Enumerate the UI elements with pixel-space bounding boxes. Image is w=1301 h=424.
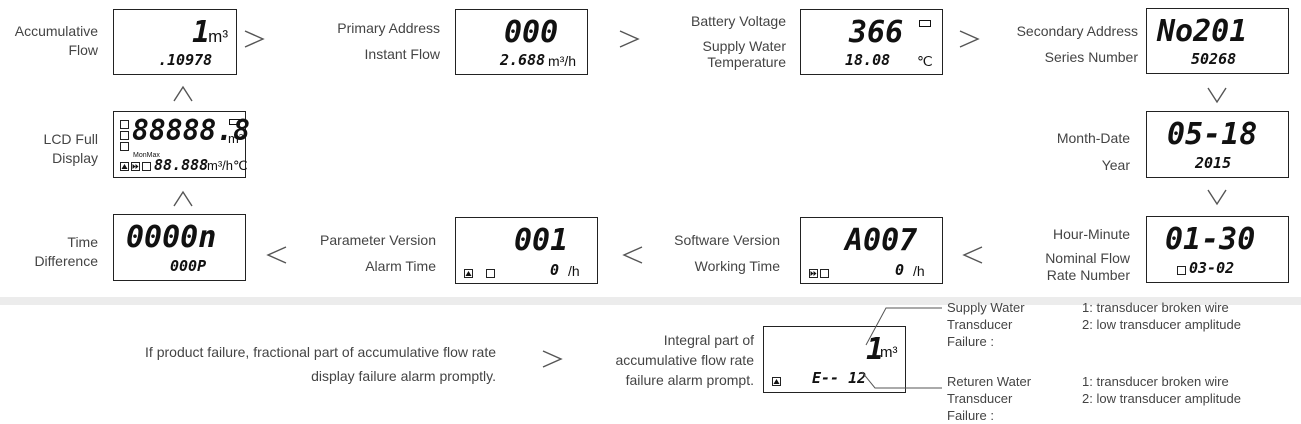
lcd-small-value: 2.688 bbox=[500, 51, 546, 69]
memory-icon bbox=[120, 120, 129, 129]
lcd-full-display-label: LCD Full Display bbox=[43, 131, 98, 166]
primary-address-lcd: 000 2.688 m³/h bbox=[455, 9, 588, 75]
tool-icon bbox=[120, 142, 129, 151]
lcd-big-unit: m³ bbox=[208, 27, 228, 46]
lcd-small-value: E-- 12 bbox=[812, 369, 867, 387]
fast-forward-icon bbox=[809, 269, 818, 278]
down-arrow-icon bbox=[1206, 86, 1228, 104]
right-arrow-icon bbox=[541, 348, 563, 370]
left-arrow-icon bbox=[622, 244, 644, 266]
working-time-label: Working Time bbox=[694, 258, 780, 274]
right-arrow-icon bbox=[618, 28, 640, 50]
up-arrow-icon bbox=[172, 85, 194, 103]
lcd-small-value: 0 bbox=[550, 261, 560, 279]
flow-icon bbox=[120, 131, 129, 140]
instant-flow-label: Instant Flow bbox=[364, 46, 440, 62]
lcd-small-value: 88.888 bbox=[154, 156, 209, 174]
software-version-label: Software Version bbox=[674, 232, 780, 248]
lcd-big-value: 366 bbox=[849, 15, 904, 50]
lcd-small-unit: /h bbox=[568, 263, 580, 279]
up-arrow-icon bbox=[172, 190, 194, 208]
integral-part-label: Integral part of accumulative flow rate … bbox=[615, 332, 754, 388]
section-divider bbox=[0, 297, 1301, 305]
lcd-small-value: 03-02 bbox=[1189, 259, 1235, 277]
nominal-flow-rate-number-label: Nominal Flow Rate Number bbox=[1045, 250, 1130, 283]
alarm-triangle-icon bbox=[120, 162, 129, 171]
lcd-small-value: 50268 bbox=[1191, 50, 1237, 68]
lcd-small-unit: ℃ bbox=[917, 53, 933, 69]
lcd-small-unit: m³/h bbox=[548, 53, 576, 69]
battery-icon bbox=[919, 20, 931, 27]
left-arrow-icon bbox=[266, 244, 288, 266]
year-label: Year bbox=[1101, 157, 1130, 173]
alarm-triangle-icon bbox=[772, 377, 781, 386]
alarm-time-label: Alarm Time bbox=[365, 258, 436, 274]
battery-voltage-label: Battery Voltage bbox=[691, 13, 786, 29]
software-version-lcd: A007 0 /h bbox=[800, 217, 943, 284]
lcd-big-value: A007 bbox=[845, 223, 918, 258]
supply-failure-option-2: 2: low transducer amplitude bbox=[1082, 317, 1241, 332]
lcd-small-value: 18.08 bbox=[845, 51, 891, 69]
accumulative-flow-label: Accumulative Flow bbox=[14, 23, 98, 58]
lcd-small-value: 0 bbox=[895, 261, 905, 279]
fast-forward-icon bbox=[131, 162, 140, 171]
accumulative-flow-lcd: 1 m³ .10978 bbox=[113, 9, 237, 75]
time-difference-lcd: 0000n 000P bbox=[113, 214, 246, 281]
parameter-version-label: Parameter Version bbox=[320, 232, 436, 248]
lcd-small-value: 000P bbox=[170, 257, 207, 275]
supply-water-failure-title: Supply Water Transducer Failure : bbox=[947, 300, 1025, 349]
month-date-lcd: 05-18 2015 bbox=[1146, 111, 1289, 178]
left-arrow-icon bbox=[962, 244, 984, 266]
calendar-icon bbox=[142, 162, 151, 171]
hour-minute-lcd: 01-30 03-02 bbox=[1146, 216, 1289, 283]
mon-max-indicator: MonMax bbox=[133, 152, 160, 159]
return-failure-option-2: 2: low transducer amplitude bbox=[1082, 391, 1241, 406]
calendar-icon bbox=[486, 269, 495, 278]
battery-voltage-lcd: 366 18.08 ℃ bbox=[800, 9, 943, 75]
failure-note: If product failure, fractional part of a… bbox=[145, 344, 496, 384]
right-arrow-icon bbox=[958, 28, 980, 50]
calendar-icon bbox=[820, 269, 829, 278]
lcd-small-value: .10978 bbox=[158, 51, 213, 69]
supply-water-temperature-label: Supply Water Temperature bbox=[702, 38, 786, 70]
primary-address-label: Primary Address bbox=[337, 20, 440, 36]
battery-icon bbox=[229, 119, 240, 125]
time-difference-label: Time Difference bbox=[34, 234, 98, 269]
lcd-big-value: 05-18 bbox=[1167, 117, 1258, 152]
secondary-address-label: Secondary Address bbox=[1016, 23, 1138, 39]
failure-alarm-lcd: 1 m³ E-- 12 bbox=[763, 326, 906, 393]
parameter-version-lcd: 001 0 /h bbox=[455, 217, 598, 284]
lcd-big-value: 001 bbox=[514, 223, 569, 258]
down-arrow-icon bbox=[1206, 188, 1228, 206]
lcd-big-value: No201 bbox=[1157, 14, 1248, 49]
secondary-address-lcd: No201 50268 bbox=[1146, 8, 1289, 74]
lcd-small-unit: m³/h℃ bbox=[207, 158, 248, 173]
lcd-big-value: 1 bbox=[866, 332, 885, 367]
series-number-label: Series Number bbox=[1044, 49, 1138, 65]
lcd-full-display-lcd: 88888.8 m³ MonMax 88.888 m³/h℃ bbox=[113, 111, 250, 178]
lcd-big-unit: m³ bbox=[228, 131, 244, 146]
lcd-small-value: 2015 bbox=[1195, 154, 1232, 172]
lcd-big-value: 0000n bbox=[126, 220, 217, 255]
lcd-big-value: 01-30 bbox=[1165, 222, 1256, 257]
lcd-big-value: 000 bbox=[504, 15, 559, 50]
lcd-big-value: 1 bbox=[191, 15, 210, 50]
return-failure-option-1: 1: transducer broken wire bbox=[1082, 374, 1229, 389]
supply-failure-option-1: 1: transducer broken wire bbox=[1082, 300, 1229, 315]
lcd-big-value: 88888.8 bbox=[132, 114, 251, 147]
right-arrow-icon bbox=[243, 28, 265, 50]
lcd-big-unit: m³ bbox=[880, 344, 898, 361]
leader-lines bbox=[861, 307, 942, 389]
alarm-triangle-icon bbox=[464, 269, 473, 278]
calendar-icon bbox=[1177, 266, 1186, 275]
return-water-failure-title: Returen Water Transducer Failure : bbox=[947, 374, 1032, 423]
month-date-label: Month-Date bbox=[1056, 130, 1130, 146]
lcd-small-unit: /h bbox=[913, 263, 925, 279]
hour-minute-label: Hour-Minute bbox=[1052, 226, 1130, 242]
